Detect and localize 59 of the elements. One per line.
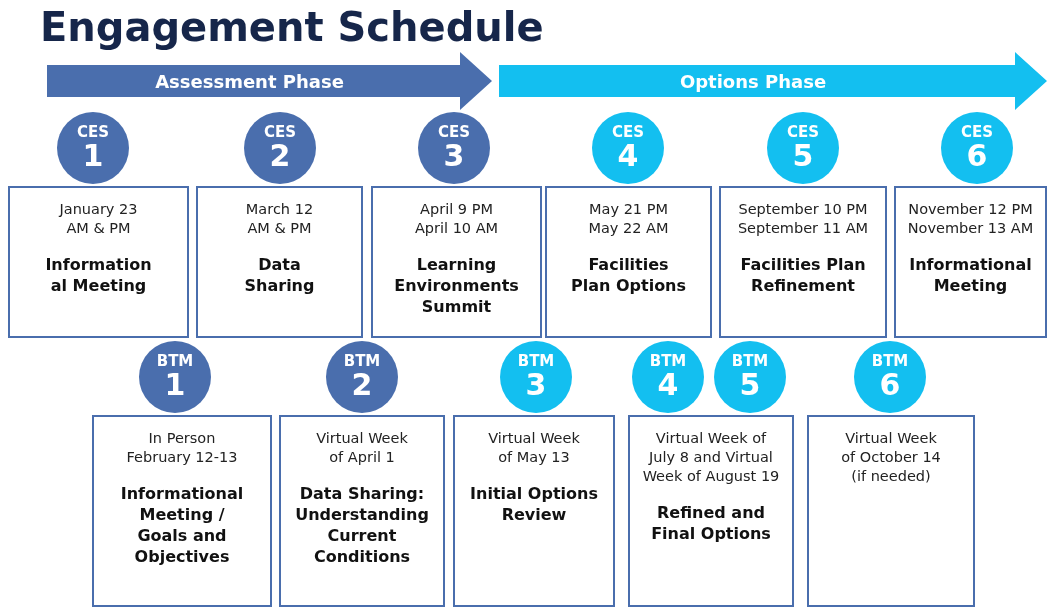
session-type: BTM: [343, 353, 381, 369]
session-type: CES: [960, 124, 994, 140]
session-topic: Informational Meeting: [908, 254, 1033, 296]
session-topic: Data Sharing: Understanding Current Conditions: [294, 483, 430, 567]
session-number: 1: [164, 369, 186, 401]
session-type: CES: [437, 124, 471, 140]
session-card: [279, 415, 445, 607]
session-type: BTM: [731, 353, 769, 369]
session-card: [371, 186, 542, 338]
session-number: 6: [966, 140, 988, 172]
session-type: CES: [786, 124, 820, 140]
session-topic: Learning Environments Summit: [393, 254, 520, 317]
session-card: [92, 415, 272, 607]
session-date: Virtual Week of July 8 and Virtual Week of August 19: [641, 429, 781, 486]
session-date: April 9 PM April 10 AM: [413, 200, 500, 238]
session-card: [196, 186, 363, 338]
session-date: Virtual Week of April 1: [315, 429, 409, 467]
page-title: Engagement Schedule: [40, 4, 544, 50]
session-date: November 12 PM November 13 AM: [906, 200, 1035, 238]
session-number: 4: [617, 140, 639, 172]
session-date: March 12 AM & PM: [244, 200, 315, 238]
session-type: BTM: [156, 353, 194, 369]
session-date: Virtual Week of October 14 (if needed): [840, 429, 942, 486]
session-card: [453, 415, 615, 607]
session-date: May 21 PM May 22 AM: [587, 200, 670, 238]
session-type: BTM: [649, 353, 687, 369]
session-topic: Facilities Plan Refinement: [739, 254, 867, 296]
session-number: 3: [525, 369, 547, 401]
session-card: [894, 186, 1047, 338]
session-number: 5: [739, 369, 761, 401]
session-type: CES: [611, 124, 645, 140]
session-number: 6: [879, 369, 901, 401]
session-card: [719, 186, 887, 338]
session-date: September 10 PM September 11 AM: [736, 200, 870, 238]
session-type: CES: [76, 124, 110, 140]
session-date: January 23 AM & PM: [57, 200, 139, 238]
phase-label: Options Phase: [679, 70, 827, 92]
session-card: [8, 186, 189, 338]
phase-label: Assessment Phase: [155, 70, 344, 92]
session-type: CES: [263, 124, 297, 140]
session-card: [628, 415, 794, 607]
session-date: In Person February 12-13: [125, 429, 239, 467]
session-number: 1: [82, 140, 104, 172]
session-date: Virtual Week of May 13: [487, 429, 581, 467]
session-number: 4: [657, 369, 679, 401]
session-topic: Initial Options Review: [469, 483, 599, 525]
session-topic: Refined and Final Options: [650, 502, 772, 544]
session-number: 2: [351, 369, 373, 401]
session-topic: Facilities Plan Options: [569, 254, 688, 296]
session-number: 5: [792, 140, 814, 172]
session-number: 3: [443, 140, 465, 172]
session-topic: Information al Meeting: [44, 254, 153, 296]
session-number: 2: [269, 140, 291, 172]
session-topic: Informational Meeting / Goals and Objectives: [119, 483, 245, 567]
session-card: [545, 186, 712, 338]
session-type: BTM: [517, 353, 555, 369]
session-type: BTM: [871, 353, 909, 369]
session-topic: Data Sharing: [243, 254, 316, 296]
session-card: [807, 415, 975, 607]
